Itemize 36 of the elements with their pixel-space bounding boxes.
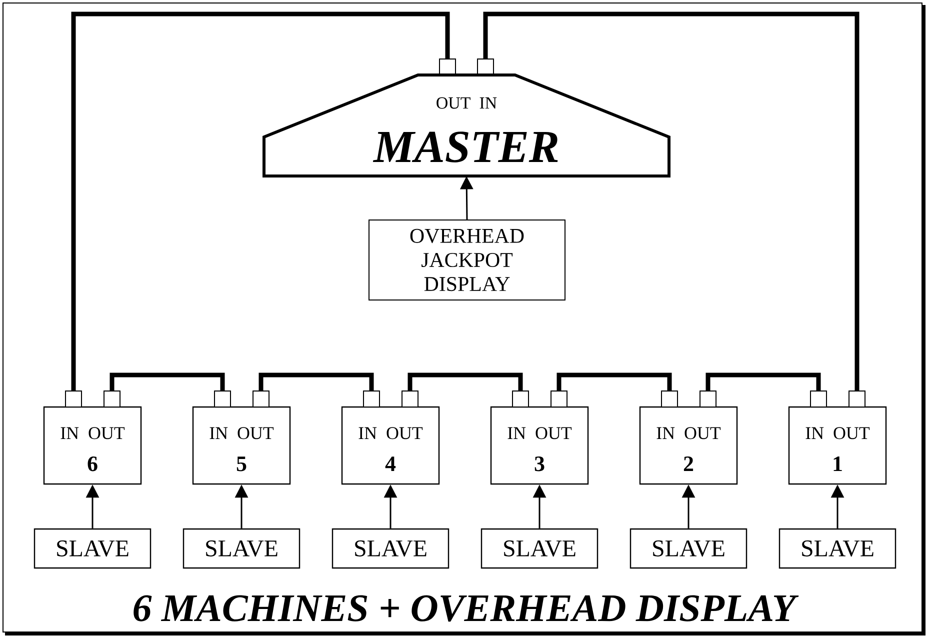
port-square — [104, 390, 120, 408]
port-square — [363, 390, 380, 408]
port-square — [810, 390, 827, 408]
slave-box: SLAVE — [34, 528, 152, 569]
port-square — [661, 390, 678, 408]
cable — [483, 12, 860, 390]
display-box: OVERHEAD JACKPOT DISPLAY — [368, 220, 566, 300]
machine-box: IN OUT 2 — [639, 406, 738, 485]
port-square — [214, 390, 231, 408]
caption: 6 MACHINES + OVERHEAD DISPLAY — [134, 595, 799, 622]
machine-box: IN OUT 1 — [788, 406, 887, 485]
cable — [556, 372, 672, 390]
machine-box: IN OUT 3 — [490, 406, 589, 485]
port-square — [477, 58, 494, 76]
port-square — [402, 390, 418, 408]
slave-box: SLAVE — [480, 528, 598, 569]
port-square — [848, 390, 866, 408]
port-square — [512, 390, 529, 408]
slave-box: SLAVE — [778, 528, 896, 569]
machine-box: IN OUT 5 — [192, 406, 291, 485]
cable — [706, 372, 821, 390]
port-square — [65, 390, 82, 408]
cable — [110, 372, 225, 390]
port-square — [550, 390, 568, 408]
machine-box: IN OUT 4 — [341, 406, 440, 485]
slave-box: SLAVE — [630, 528, 748, 569]
machine-box: IN OUT 6 — [43, 406, 142, 485]
cable — [71, 12, 450, 390]
port-square — [252, 390, 270, 408]
master-unit: OUT IN MASTER — [262, 74, 670, 178]
slave-box: SLAVE — [182, 528, 300, 569]
slave-box: SLAVE — [332, 528, 450, 569]
cable — [258, 372, 374, 390]
port-square — [700, 390, 716, 408]
port-square — [439, 58, 456, 76]
cable — [408, 372, 523, 390]
